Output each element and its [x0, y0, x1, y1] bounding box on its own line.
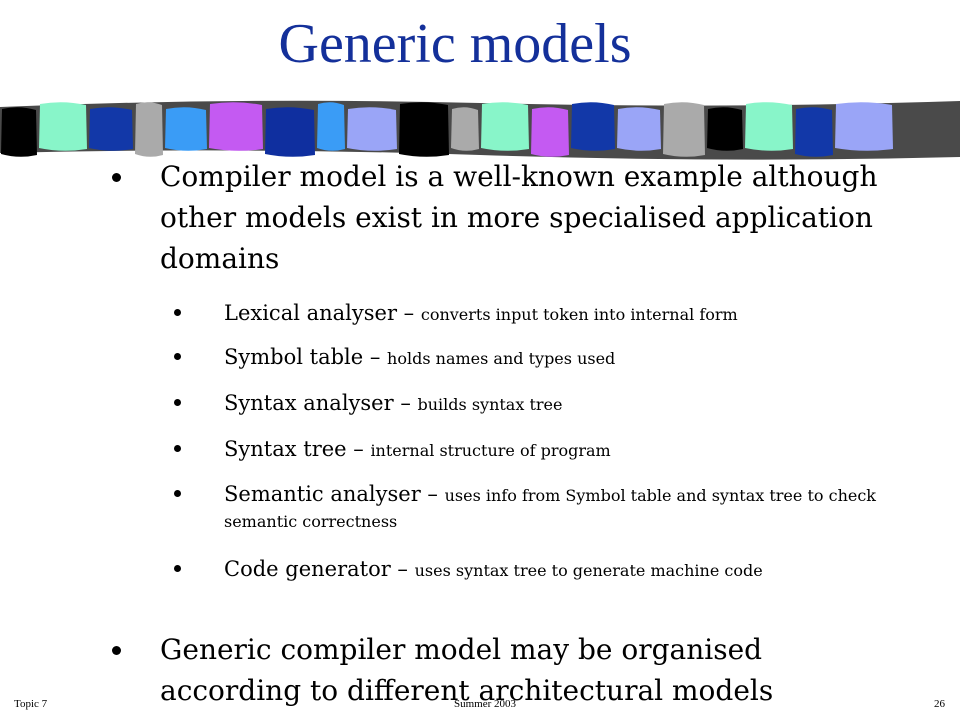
stripe-segment: [531, 107, 569, 157]
bullet-dot-icon: [112, 646, 121, 655]
footer-date: Summer 2003: [454, 698, 517, 710]
sub-bullet-dot-icon: [174, 399, 181, 406]
stripe-segment: [135, 102, 163, 157]
stripe-segment: [835, 102, 893, 151]
decorative-stripe-band: [0, 100, 960, 160]
stripe-segment: [399, 102, 449, 157]
bullet-dot-icon: [112, 173, 121, 182]
stripe-segment: [571, 102, 615, 151]
stripe-segment: [795, 107, 833, 157]
stripe-segment: [745, 102, 793, 151]
sub-bullet-code-generator: Code generator – uses syntax tree to gen…: [174, 557, 914, 583]
sub-bullet-syntax-tree: Syntax tree – internal structure of prog…: [174, 437, 914, 463]
sub-bullet-syntax-analyser: Syntax analyser – builds syntax tree: [174, 391, 914, 417]
sub-bullet-dot-icon: [174, 309, 181, 316]
sub-bullet-dot-icon: [174, 490, 181, 497]
sub-bullet-symbol-table: Symbol table – holds names and types use…: [174, 345, 914, 371]
sub-bullet-dot-icon: [174, 445, 181, 452]
bullet-generic-compiler-model: Generic compiler model may be organised …: [112, 629, 880, 711]
stripe-segment: [89, 107, 133, 151]
stripe-segment: [209, 102, 263, 151]
sub-bullet-dot-icon: [174, 353, 181, 360]
stripe-segment: [317, 102, 345, 151]
stripe-segment: [1, 107, 37, 157]
stripe-segment: [617, 107, 661, 151]
stripe-segment: [39, 102, 87, 151]
stripe-segment: [347, 107, 397, 151]
stripe-segment: [707, 107, 743, 151]
stripe-segment: [265, 107, 315, 157]
slide-title: Generic models: [278, 13, 632, 75]
stripe-segment: [165, 107, 207, 151]
footer-topic: Topic 7: [14, 698, 48, 710]
sub-bullet-semantic-analyser: Semantic analyser – uses info from Symbo…: [174, 482, 914, 534]
bullet-compiler-model: Compiler model is a well-known example a…: [112, 156, 880, 279]
stripe-segment: [663, 102, 705, 157]
stripe-segment: [481, 102, 529, 151]
sub-bullet-lexical-analyser: Lexical analyser – converts input token …: [174, 301, 914, 327]
stripe-segment: [451, 107, 479, 151]
footer-page-number: 26: [934, 698, 945, 710]
sub-bullet-dot-icon: [174, 565, 181, 572]
